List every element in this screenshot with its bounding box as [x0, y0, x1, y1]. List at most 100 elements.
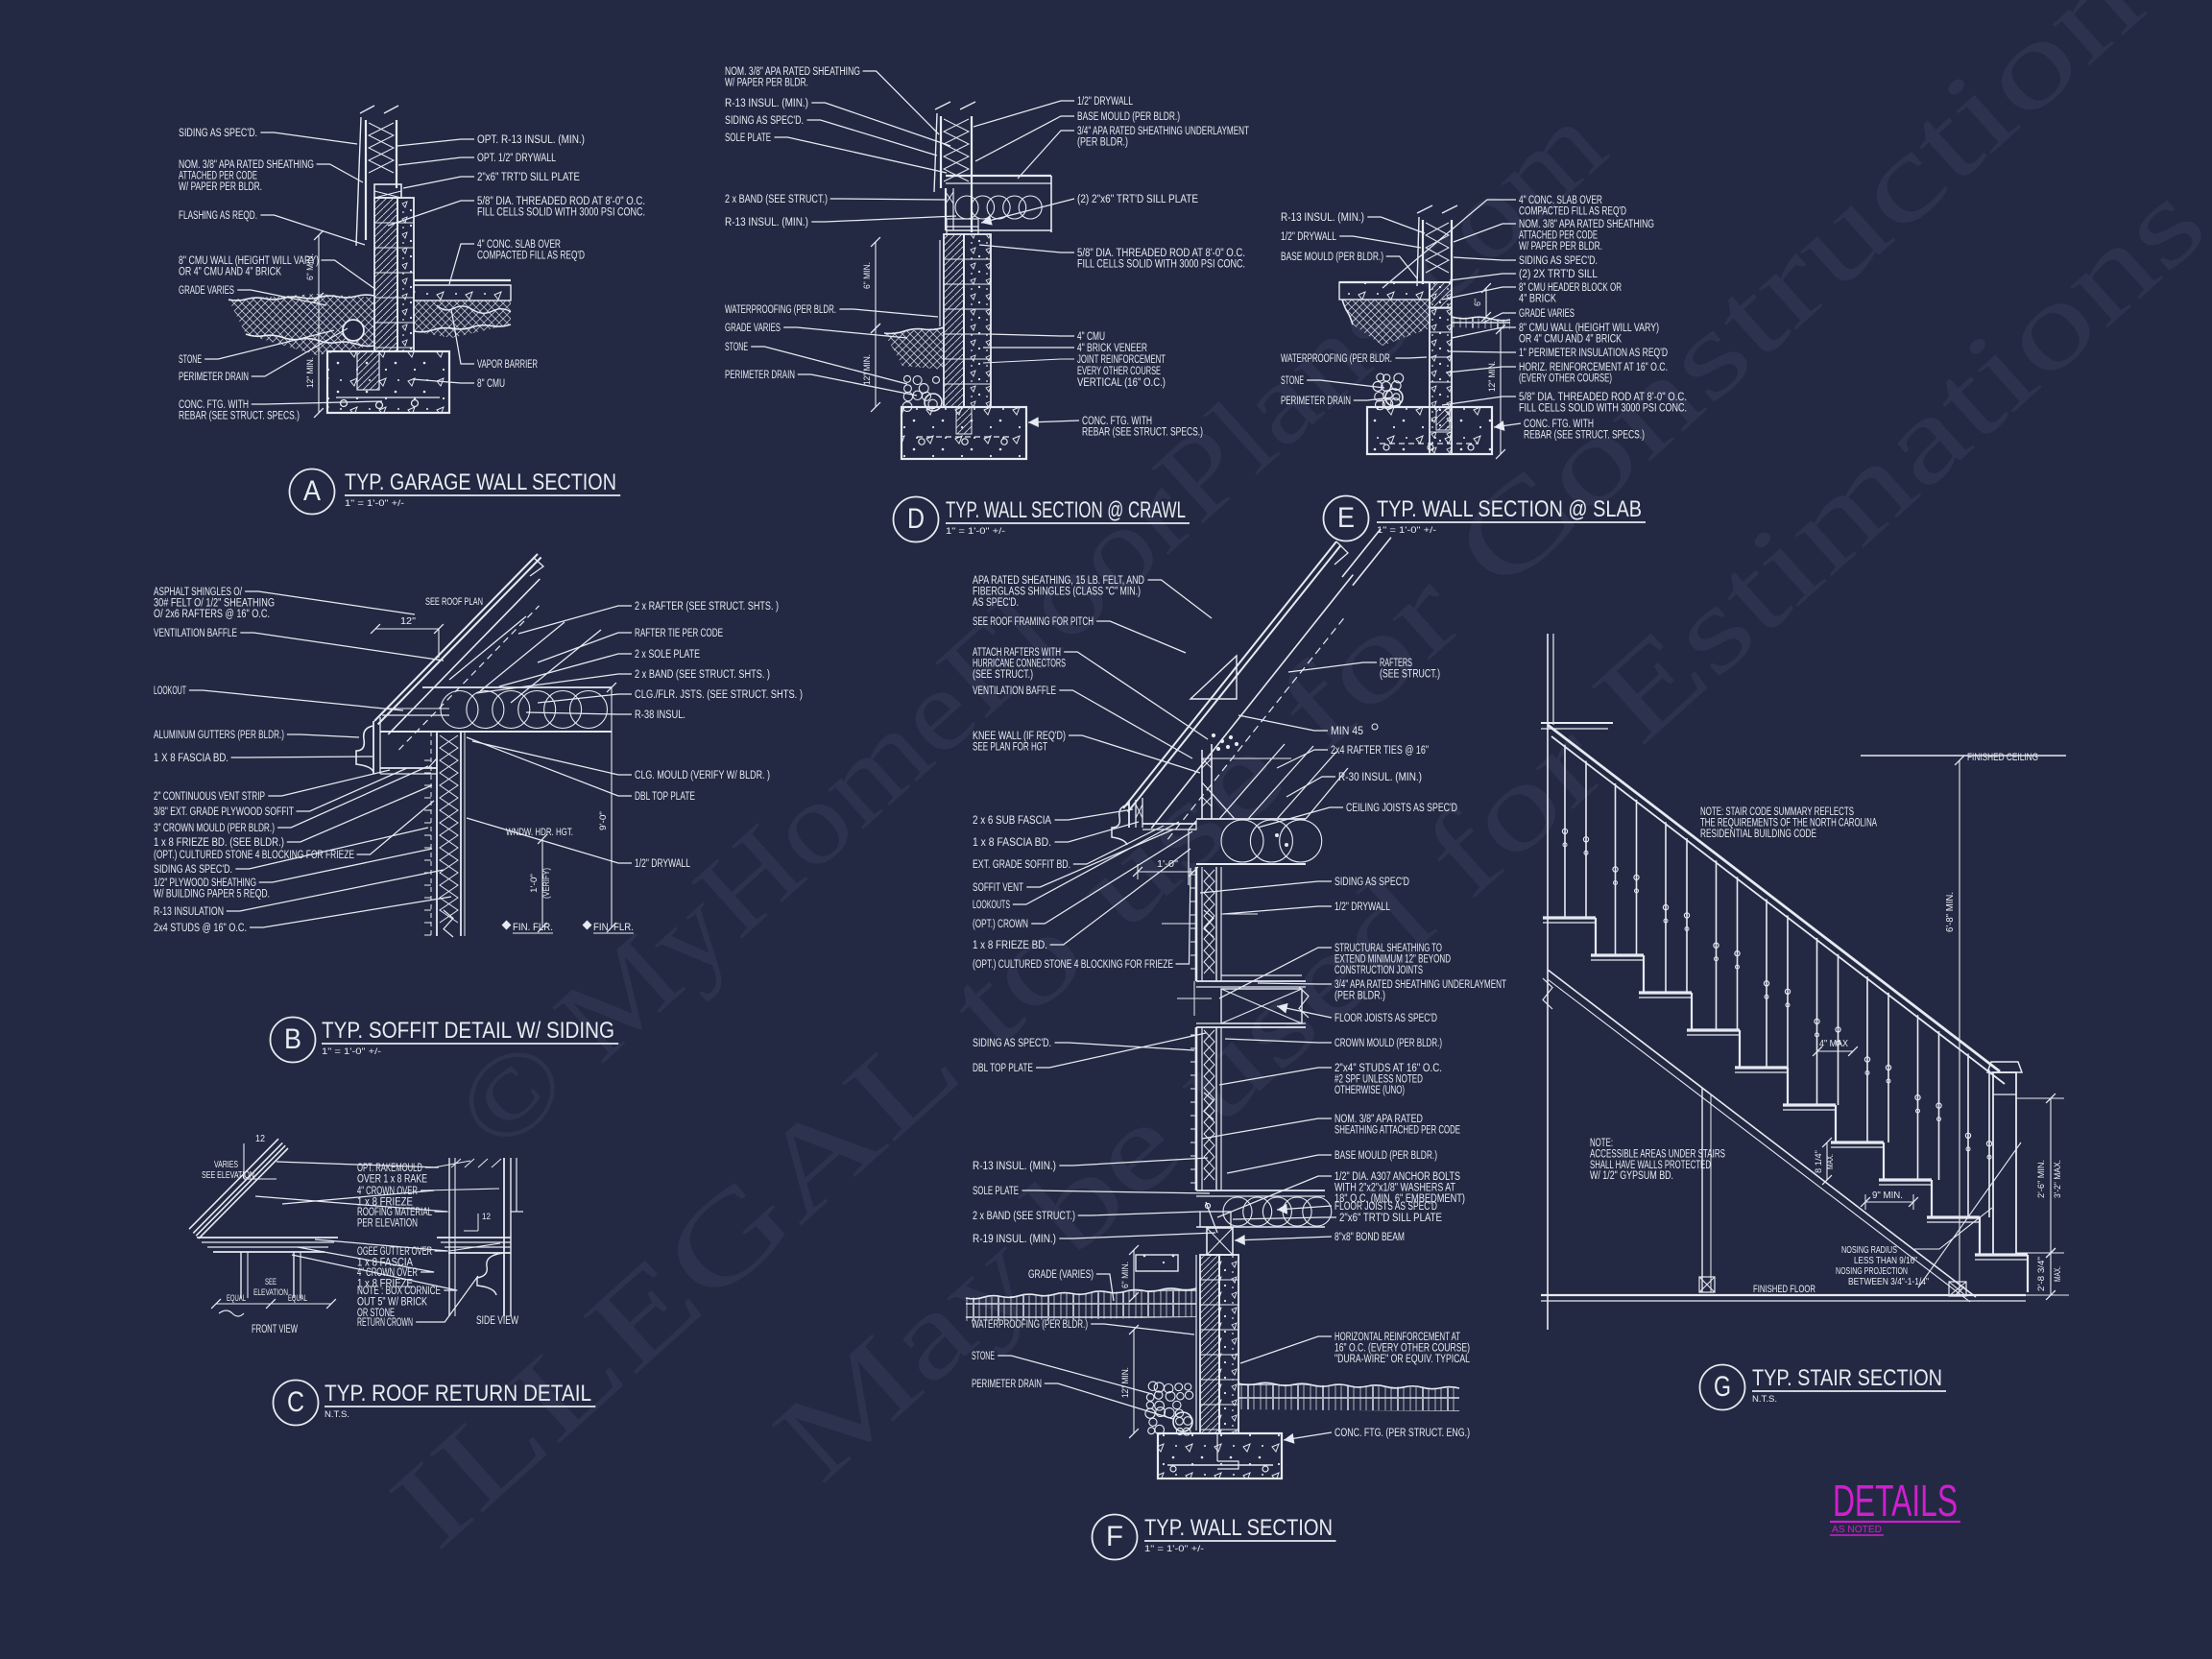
- svg-text:4" MAX: 4" MAX: [1819, 1039, 1848, 1049]
- svg-text:EQUAL: EQUAL: [227, 1293, 246, 1304]
- svg-text:BETWEEN 3/4"-1-1/4": BETWEEN 3/4"-1-1/4": [1848, 1276, 1929, 1287]
- svg-text:NOM. 3/8" APA RATED: NOM. 3/8" APA RATED: [1334, 1114, 1423, 1125]
- svg-text:STONE: STONE: [972, 1351, 995, 1362]
- svg-text:R-38 INSUL.: R-38 INSUL.: [635, 709, 685, 721]
- svg-text:STONE: STONE: [179, 354, 202, 366]
- svg-text:ATTACHED PER CODE: ATTACHED PER CODE: [179, 170, 257, 181]
- svg-text:SHEATHING ATTACHED PER CODE: SHEATHING ATTACHED PER CODE: [1334, 1124, 1460, 1136]
- svg-text:(SEE STRUCT.): (SEE STRUCT.): [1380, 668, 1440, 680]
- svg-text:12" MIN.: 12" MIN.: [305, 357, 316, 388]
- svg-text:1/2" DIA. A307 ANCHOR BOLTS: 1/2" DIA. A307 ANCHOR BOLTS: [1334, 1171, 1460, 1183]
- svg-text:R-13 INSUL. (MIN.): R-13 INSUL. (MIN.): [725, 217, 808, 228]
- svg-text:1 x 8 FASCIA BD.: 1 x 8 FASCIA BD.: [973, 837, 1051, 849]
- svg-text:R-30 INSUL. (MIN.): R-30 INSUL. (MIN.): [1338, 772, 1422, 783]
- svg-text:8 1/4": 8 1/4": [1814, 1150, 1824, 1173]
- svg-text:FILL CELLS SOLID WITH 3000 PSI: FILL CELLS SOLID WITH 3000 PSI CONC.: [1077, 258, 1245, 270]
- svg-text:12" MIN.: 12" MIN.: [862, 354, 873, 385]
- svg-text:FIBERGLASS SHINGLES (CLASS "C": FIBERGLASS SHINGLES (CLASS "C" MIN.): [973, 586, 1141, 597]
- svg-text:NOM. 3/8" APA RATED SHEATHING: NOM. 3/8" APA RATED SHEATHING: [725, 66, 860, 78]
- svg-text:CONC. FTG. WITH: CONC. FTG. WITH: [1524, 419, 1594, 430]
- svg-text:2 x BAND (SEE STRUCT.): 2 x BAND (SEE STRUCT.): [725, 194, 828, 205]
- svg-text:2 x SOLE PLATE: 2 x SOLE PLATE: [635, 649, 700, 661]
- svg-text:3'-2" MAX.: 3'-2" MAX.: [2053, 1160, 2063, 1198]
- svg-text:A: A: [303, 475, 321, 507]
- svg-text:NOTE : BOX CORNICE: NOTE : BOX CORNICE: [357, 1286, 441, 1297]
- svg-text:1 x 8 FRIEZE BD. (SEE BLDR.): 1 x 8 FRIEZE BD. (SEE BLDR.): [154, 837, 284, 849]
- svg-text:FINISHED FLOOR: FINISHED FLOOR: [1753, 1284, 1815, 1295]
- svg-text:(SEE STRUCT.): (SEE STRUCT.): [973, 669, 1033, 681]
- svg-text:W/ 1/2" GYPSUM BD.: W/ 1/2" GYPSUM BD.: [1590, 1170, 1673, 1182]
- svg-text:F: F: [1106, 1521, 1123, 1552]
- svg-text:EXTEND MINIMUM 12" BEYOND: EXTEND MINIMUM 12" BEYOND: [1334, 953, 1451, 965]
- svg-text:STONE: STONE: [1281, 375, 1304, 387]
- svg-text:SIDING AS SPEC'D: SIDING AS SPEC'D: [1334, 877, 1409, 888]
- svg-text:WATERPROOFING (PER BLDR.): WATERPROOFING (PER BLDR.): [972, 1319, 1088, 1331]
- svg-text:VERTICAL (16" O.C.): VERTICAL (16" O.C.): [1077, 377, 1166, 389]
- svg-text:1/2" PLYWOOD SHEATHING: 1/2" PLYWOOD SHEATHING: [154, 878, 256, 889]
- svg-text:FIN. FLR.: FIN. FLR.: [593, 922, 634, 933]
- svg-text:SEE: SEE: [265, 1277, 276, 1287]
- svg-text:2x4 RAFTER TIES @ 16": 2x4 RAFTER TIES @ 16": [1331, 745, 1429, 757]
- svg-text:OPT. R-13 INSUL. (MIN.): OPT. R-13 INSUL. (MIN.): [477, 134, 585, 146]
- svg-text:12: 12: [255, 1134, 265, 1144]
- svg-text:APA RATED SHEATHING, 15 LB. FE: APA RATED SHEATHING, 15 LB. FELT, AND: [973, 575, 1144, 587]
- svg-text:EQUAL: EQUAL: [288, 1293, 307, 1304]
- svg-text:SEE PLAN FOR HGT: SEE PLAN FOR HGT: [973, 741, 1047, 753]
- svg-text:2" CONTINUOUS VENT STRIP: 2" CONTINUOUS VENT STRIP: [154, 791, 265, 803]
- svg-text:SIDING AS SPEC'D.: SIDING AS SPEC'D.: [1519, 255, 1598, 267]
- svg-text:FILL CELLS SOLID WITH 3000 PSI: FILL CELLS SOLID WITH 3000 PSI CONC.: [477, 206, 645, 218]
- svg-text:WATERPROOFING (PER BLDR.: WATERPROOFING (PER BLDR.: [725, 304, 836, 316]
- svg-text:1/2" DRYWALL: 1/2" DRYWALL: [1281, 231, 1336, 243]
- svg-text:SIDING AS SPEC'D.: SIDING AS SPEC'D.: [154, 864, 232, 876]
- svg-text:TYP. STAIR SECTION: TYP. STAIR SECTION: [1752, 1365, 1942, 1391]
- svg-text:THE REQUIREMENTS OF THE NORTH: THE REQUIREMENTS OF THE NORTH CAROLINA: [1700, 817, 1877, 829]
- svg-text:DETAILS: DETAILS: [1833, 1476, 1958, 1526]
- svg-text:CONC. FTG. WITH: CONC. FTG. WITH: [179, 399, 249, 411]
- svg-text:B: B: [284, 1023, 301, 1055]
- svg-text:FLASHING AS REQD.: FLASHING AS REQD.: [179, 210, 257, 222]
- svg-text:2"x4" STUDS AT 16" O.C.: 2"x4" STUDS AT 16" O.C.: [1334, 1063, 1442, 1074]
- svg-text:2 x 6 SUB FASCIA: 2 x 6 SUB FASCIA: [973, 815, 1051, 827]
- svg-text:30# FELT O/ 1/2" SHEATHING: 30# FELT O/ 1/2" SHEATHING: [154, 597, 275, 609]
- svg-text:OR STONE: OR STONE: [357, 1308, 395, 1319]
- svg-text:8" CMU HEADER BLOCK OR: 8" CMU HEADER BLOCK OR: [1519, 282, 1622, 294]
- svg-text:FILL CELLS SOLID WITH 3000 PSI: FILL CELLS SOLID WITH 3000 PSI CONC.: [1519, 402, 1687, 414]
- svg-text:6": 6": [1473, 299, 1482, 306]
- svg-text:12" MIN.: 12" MIN.: [1120, 1367, 1131, 1398]
- svg-text:RESIDENTIAL BUILDING CODE: RESIDENTIAL BUILDING CODE: [1700, 829, 1816, 840]
- svg-text:SOLE PLATE: SOLE PLATE: [725, 132, 771, 144]
- svg-text:GRADE VARIES: GRADE VARIES: [725, 323, 781, 334]
- svg-text:16" O.C. (EVERY OTHER COURSE): 16" O.C. (EVERY OTHER COURSE): [1334, 1342, 1470, 1354]
- svg-text:1" = 1'-0" +/-: 1" = 1'-0" +/-: [1144, 1544, 1204, 1554]
- svg-text:LESS THAN 9/16": LESS THAN 9/16": [1854, 1255, 1917, 1266]
- svg-text:OR 4" CMU AND 4" BRICK: OR 4" CMU AND 4" BRICK: [1519, 333, 1622, 345]
- svg-text:(OPT.) CULTURED STONE 4 BLOCKI: (OPT.) CULTURED STONE 4 BLOCKING FOR FRI…: [154, 850, 354, 861]
- svg-text:(EVERY OTHER COURSE): (EVERY OTHER COURSE): [1519, 373, 1612, 384]
- svg-text:CLG./FLR. JSTS. (SEE STRUCT. S: CLG./FLR. JSTS. (SEE STRUCT. SHTS. ): [635, 689, 803, 701]
- svg-text:4" CROWN OVER: 4" CROWN OVER: [357, 1186, 418, 1197]
- svg-text:1" = 1'-0" +/-: 1" = 1'-0" +/-: [322, 1046, 381, 1057]
- svg-text:CLG. MOULD (VERIFY W/ BLDR. ): CLG. MOULD (VERIFY W/ BLDR. ): [635, 770, 770, 781]
- svg-text:1 X 8 FASCIA BD.: 1 X 8 FASCIA BD.: [154, 753, 228, 764]
- svg-text:W/ PAPER PER BLDR.: W/ PAPER PER BLDR.: [1519, 241, 1602, 252]
- svg-text:SOFFIT VENT: SOFFIT VENT: [973, 882, 1023, 894]
- svg-text:OPT. 1/2" DRYWALL: OPT. 1/2" DRYWALL: [477, 153, 556, 164]
- svg-text:18" O.C. (MIN. 6" EMBEDMENT): 18" O.C. (MIN. 6" EMBEDMENT): [1334, 1193, 1465, 1205]
- svg-text:2x4 STUDS @ 16" O.C.: 2x4 STUDS @ 16" O.C.: [154, 923, 247, 934]
- svg-text:LOOKOUT: LOOKOUT: [154, 685, 186, 697]
- svg-text:HURRICANE CONNECTORS: HURRICANE CONNECTORS: [973, 658, 1066, 669]
- svg-text:4" CROWN OVER: 4" CROWN OVER: [357, 1267, 418, 1279]
- svg-text:PERIMETER DRAIN: PERIMETER DRAIN: [725, 370, 795, 381]
- svg-text:N.T.S.: N.T.S.: [1752, 1394, 1777, 1405]
- svg-text:COMPACTED FILL AS REQ'D: COMPACTED FILL AS REQ'D: [477, 250, 585, 261]
- svg-text:VENTILATION BAFFLE: VENTILATION BAFFLE: [973, 685, 1056, 697]
- svg-text:OVER 1 x 8 RAKE: OVER 1 x 8 RAKE: [357, 1173, 427, 1185]
- svg-text:(VERIFY): (VERIFY): [541, 868, 552, 899]
- svg-text:C: C: [287, 1386, 304, 1418]
- svg-text:OGEE GUTTER OVER: OGEE GUTTER OVER: [357, 1246, 432, 1258]
- svg-text:4" CONC. SLAB OVER: 4" CONC. SLAB OVER: [477, 239, 561, 251]
- svg-text:GRADE VARIES: GRADE VARIES: [1519, 308, 1575, 320]
- svg-text:AS SPEC'D.: AS SPEC'D.: [973, 597, 1019, 609]
- svg-text:CROWN MOULD (PER BLDR.): CROWN MOULD (PER BLDR.): [1334, 1038, 1442, 1049]
- svg-text:TYP. WALL SECTION @ CRAWL: TYP. WALL SECTION @ CRAWL: [946, 497, 1186, 523]
